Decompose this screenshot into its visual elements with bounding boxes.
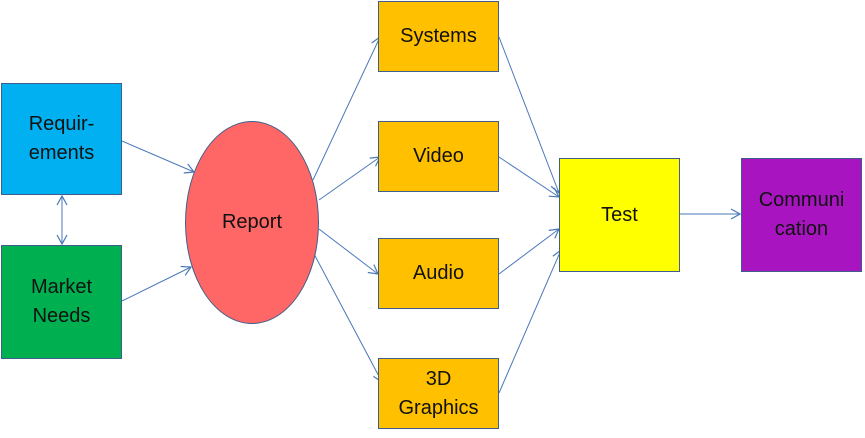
arrow-market-needs-to-report xyxy=(121,265,193,302)
node-video: Video xyxy=(378,121,499,192)
arrow-report-to-audio xyxy=(318,228,379,275)
arrows-layer xyxy=(56,35,742,394)
node-3d-graphics: 3D Graphics xyxy=(378,358,499,429)
arrow-requirements-to-report xyxy=(121,140,196,174)
arrow-3d-graphics-to-test xyxy=(498,248,563,394)
node-test-label: Test xyxy=(601,203,638,226)
node-test: Test xyxy=(559,158,680,272)
node-video-label: Video xyxy=(413,145,464,167)
arrow-audio-to-test xyxy=(498,228,560,275)
node-requirements: Requir- ements xyxy=(1,83,122,195)
arrow-report-to-systems xyxy=(312,35,382,181)
node-market-needs-label: Market Needs xyxy=(30,276,93,327)
node-3d-graphics-label: 3D Graphics xyxy=(398,367,479,419)
node-report-label: Report xyxy=(221,211,283,233)
node-systems-label: Systems xyxy=(400,25,477,47)
node-requirements-label: Requir- ements xyxy=(28,113,95,164)
arrow-report-to-3d-graphics xyxy=(312,251,383,384)
node-report: Report xyxy=(185,121,319,324)
node-communication-label: Communi cation xyxy=(758,189,845,240)
arrow-systems-to-test xyxy=(498,36,562,195)
arrow-video-to-test xyxy=(498,156,561,198)
node-audio: Audio xyxy=(378,238,499,309)
node-communication: Communi cation xyxy=(741,158,862,272)
node-audio-label: Audio xyxy=(412,262,465,284)
arrow-report-to-video xyxy=(318,156,382,201)
node-systems: Systems xyxy=(378,1,499,72)
node-market-needs: Market Needs xyxy=(1,245,122,359)
